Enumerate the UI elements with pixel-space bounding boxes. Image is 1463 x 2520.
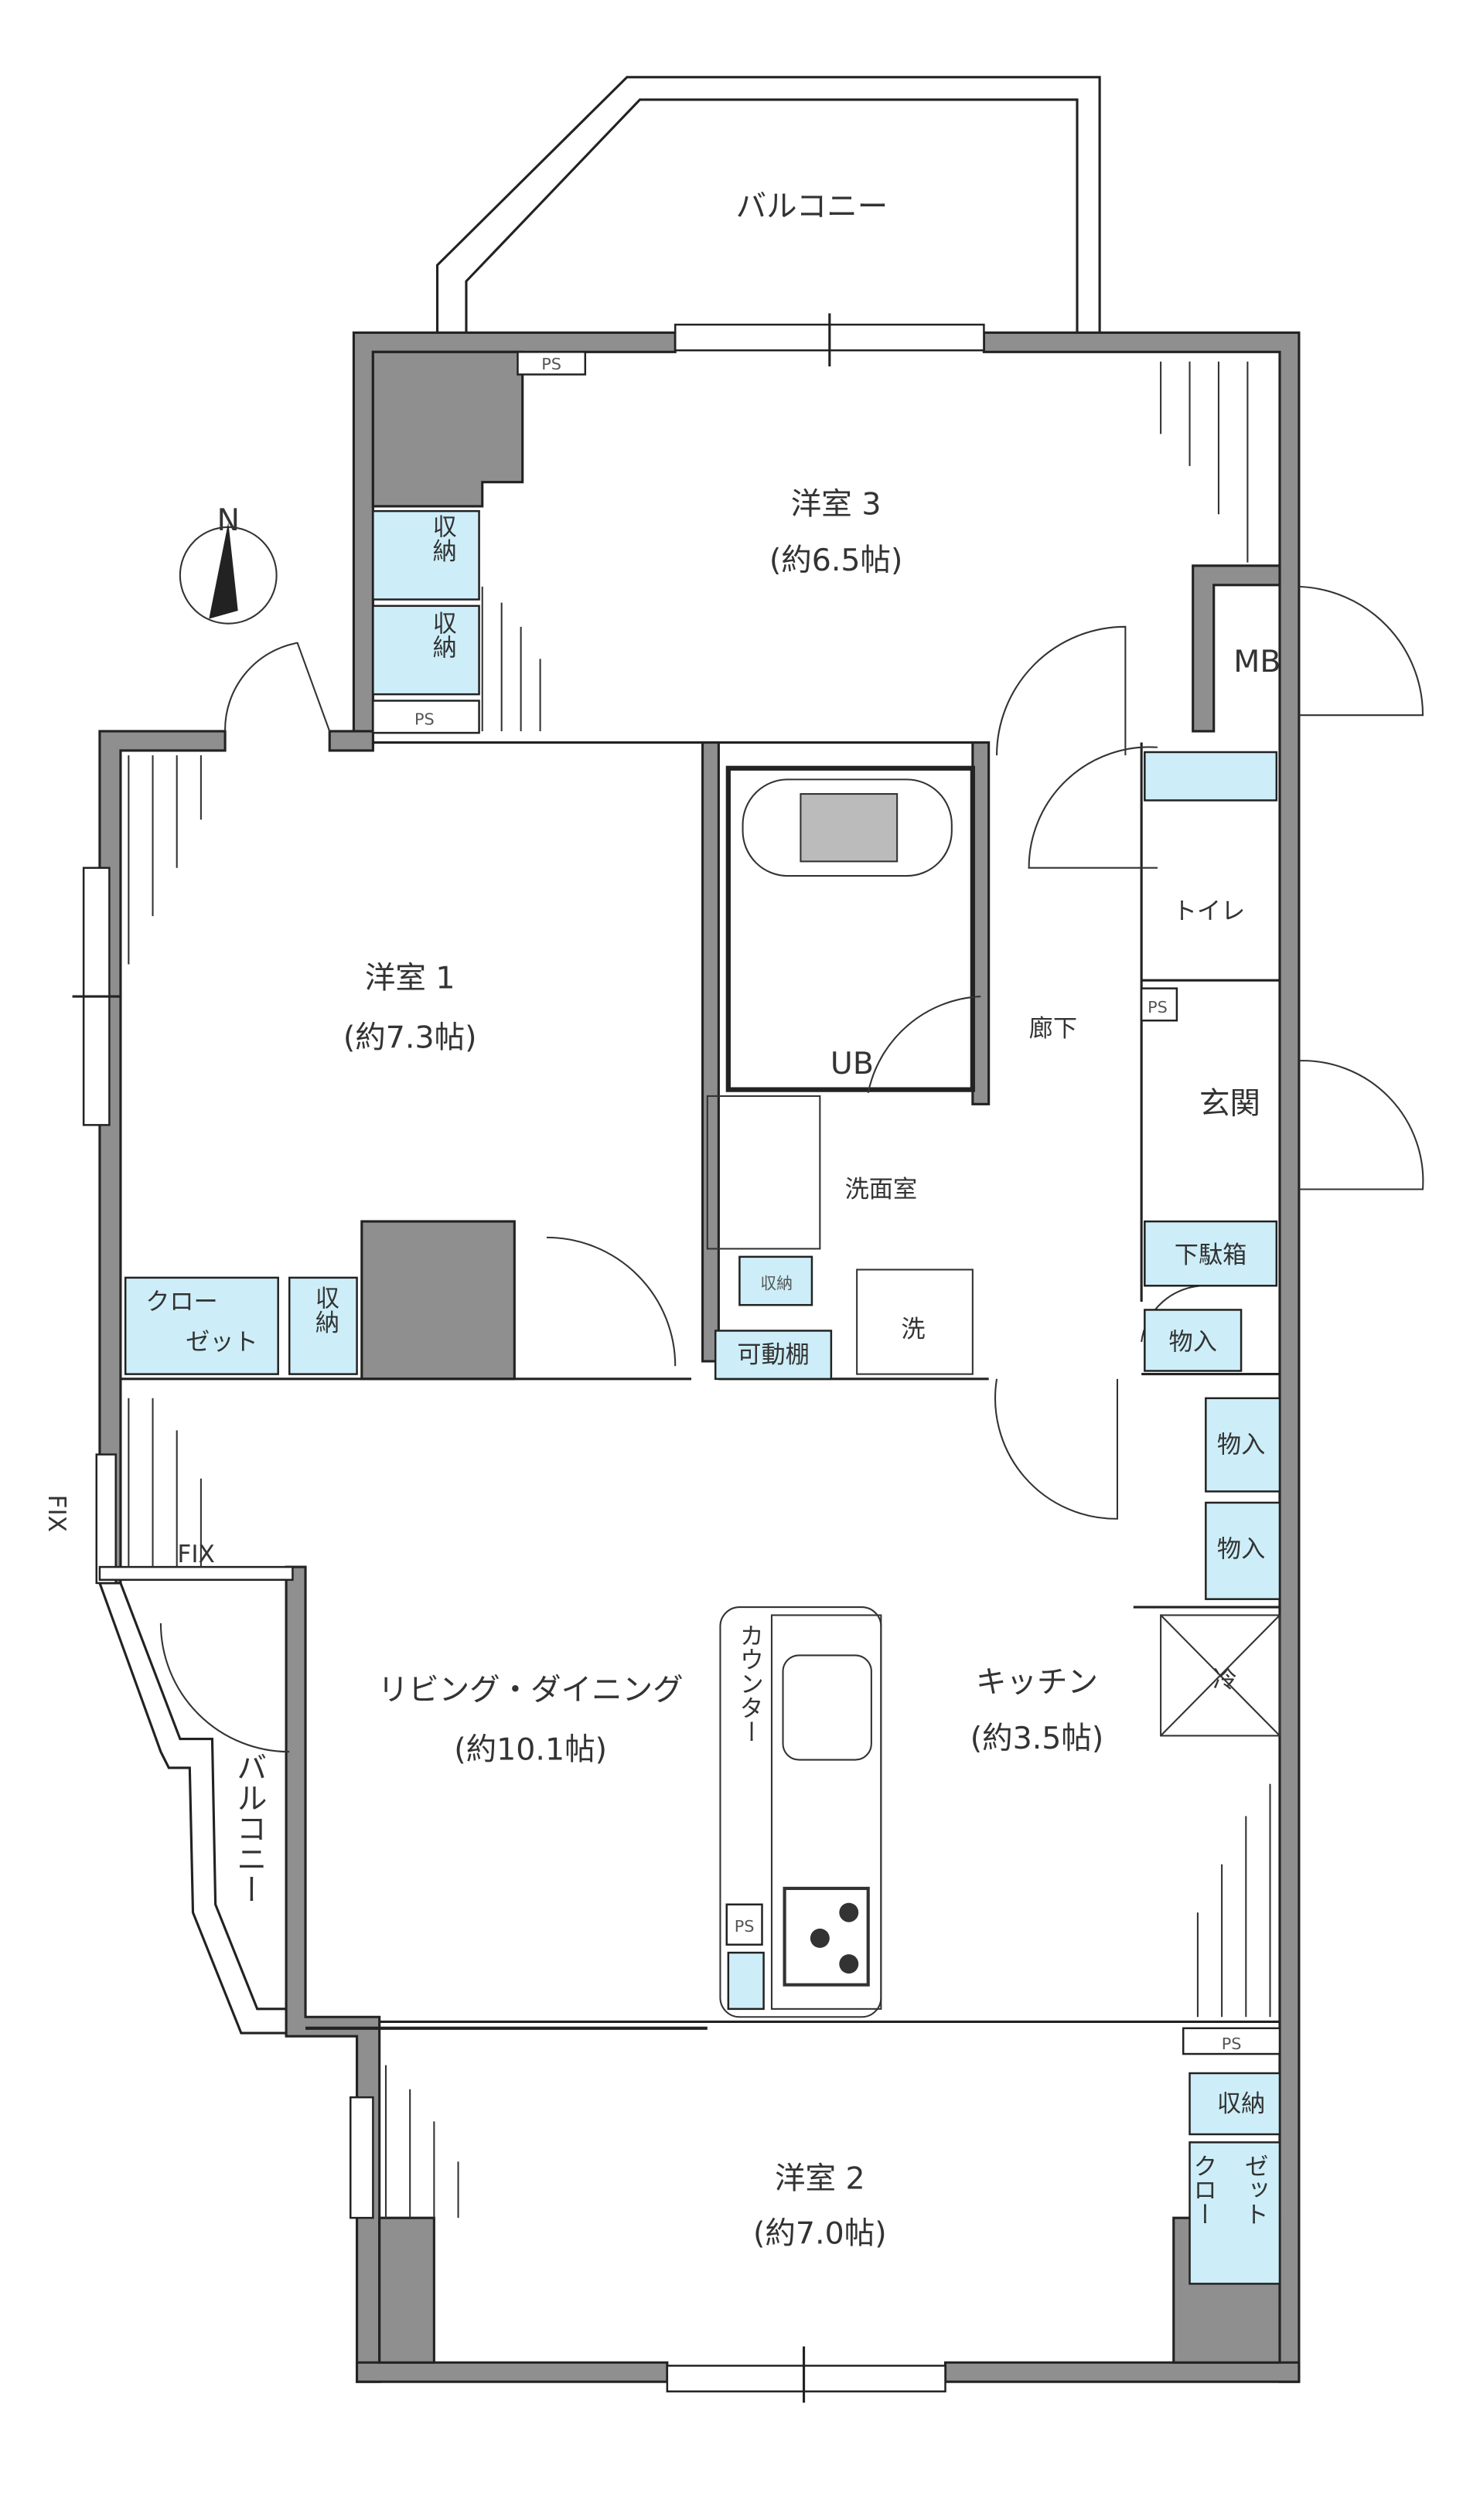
closet-top-label: クロー	[145, 1288, 218, 1316]
room2-name: 洋室 2	[775, 2161, 865, 2197]
fridge-label: 冷	[1213, 1666, 1237, 1694]
toilet-label: トイレ	[1173, 897, 1246, 925]
mono-ire-label-1: 物入	[1169, 1328, 1217, 1356]
balcony-left: バルコニー	[98, 1582, 290, 2035]
kitchen-name: キッチン	[976, 1664, 1098, 1700]
ps-label-4: PS	[735, 1917, 755, 1936]
storage-units	[124, 351, 1281, 2285]
mono-ire-label-3: 物入	[1217, 1536, 1265, 1564]
living-name: リビング・ダイニング	[378, 1673, 684, 1708]
ps-label-3: PS	[1148, 998, 1168, 1017]
window-room2	[666, 2365, 946, 2392]
ub-label: UB	[830, 1046, 874, 1081]
room2-size: (約7.0帖)	[753, 2215, 887, 2251]
room-labels: 洋室 3 (約6.5帖) 洋室 1 (約7.3帖) リビング・ダイニング (約1…	[43, 355, 1281, 2251]
washer-label: 洗	[901, 1316, 925, 1343]
living-size: (約10.1帖)	[454, 1732, 607, 1768]
windows	[72, 313, 985, 2403]
north-compass: N	[179, 502, 278, 625]
room2-closet-label-1: クロー	[1188, 2154, 1216, 2226]
ps-label-1: PS	[541, 355, 561, 373]
exterior-walls	[98, 331, 1301, 2383]
room1-storage-label: 収納	[311, 1286, 339, 1334]
hallway-label: 廊下	[1029, 1015, 1077, 1043]
room3-size: (約6.5帖)	[769, 543, 903, 578]
room3-storage-label-1: 収納	[428, 514, 457, 563]
room3-name: 洋室 3	[791, 486, 882, 522]
mb-label: MB	[1233, 644, 1281, 679]
fix-window-left	[95, 1453, 117, 1585]
room2-closet-label-2: ゼット	[1240, 2154, 1268, 2226]
washroom-storage-label: 収納	[760, 1274, 793, 1292]
kitchen-size: (約3.5帖)	[970, 1721, 1104, 1756]
balcony-top-label: バルコニー	[736, 189, 888, 225]
fix-label: FIX	[177, 1541, 214, 1568]
interior-walls	[120, 585, 1424, 2030]
balcony-top: バルコニー	[435, 76, 1101, 333]
entrance-label: 玄関	[1199, 1086, 1260, 1122]
fix-label-vertical: FIX	[43, 1495, 70, 1532]
shoe-box-label: 下駄箱	[1175, 1241, 1247, 1269]
window-room2-side	[350, 2096, 374, 2219]
floor-hatching	[128, 361, 1271, 2219]
mono-ire-label-2: 物入	[1217, 1431, 1265, 1459]
room1-size: (約7.3帖)	[343, 1020, 477, 1056]
room1-name: 洋室 1	[365, 961, 455, 996]
washroom-label: 洗面室	[845, 1176, 918, 1204]
adjustable-shelf-label: 可動棚	[737, 1341, 810, 1369]
closet-bottom-label: ゼット	[186, 1328, 258, 1356]
balcony-left-label: バルコニー	[231, 1752, 267, 1905]
room2-storage-label: 収納	[1217, 2090, 1265, 2118]
fix-window-bottom	[98, 1565, 294, 1581]
room3-storage-label-2: 収納	[428, 611, 457, 659]
ps-label-2: PS	[414, 710, 435, 729]
counter-label: カウンター	[735, 1623, 763, 1744]
ps-label-5: PS	[1222, 2035, 1242, 2053]
north-label: N	[217, 502, 240, 538]
